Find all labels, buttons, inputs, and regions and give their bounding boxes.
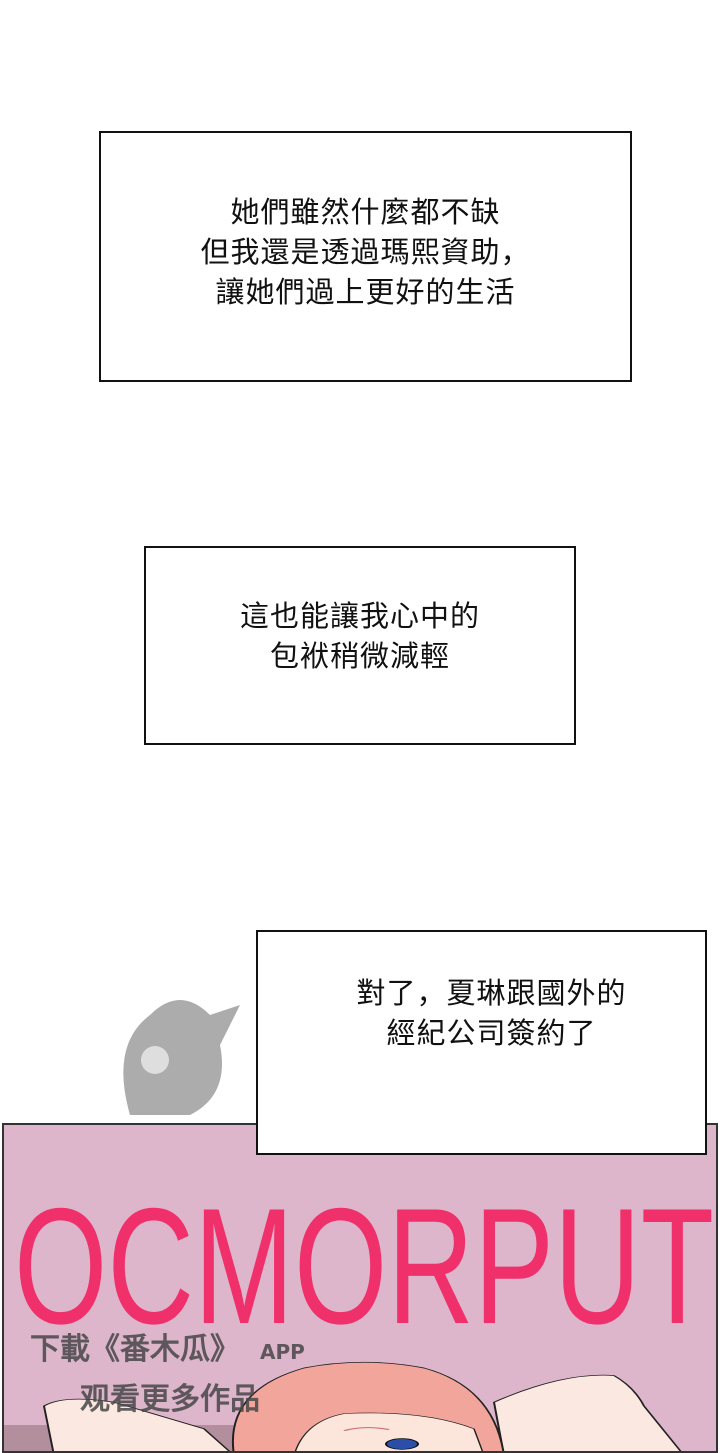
watermark-line-1: 下載《番木瓜》: [30, 1332, 240, 1367]
caption-line: 但我還是透過瑪熙資助，: [200, 234, 531, 269]
caption-line: 她們雖然什麼都不缺: [230, 194, 501, 229]
eye: [385, 1438, 419, 1450]
eyebrow: [343, 1426, 390, 1432]
caption-line: 讓她們過上更好的生活: [215, 274, 516, 309]
watermark-line-2: 观看更多作品: [80, 1382, 260, 1417]
right-arm: [492, 1374, 682, 1451]
left-arm: [42, 1398, 231, 1451]
watermark-logo-icon: [123, 1000, 240, 1115]
caption-line: 經紀公司簽約了: [386, 1015, 597, 1050]
watermark-app: APP: [260, 1340, 305, 1364]
caption-box-1: 她們雖然什麼都不缺 但我還是透過瑪熙資助， 讓她們過上更好的生活: [99, 131, 632, 382]
panel-artwork: OCMORPUT: [4, 1174, 714, 1451]
caption-box-3: 對了，夏琳跟國外的 經紀公司簽約了: [256, 930, 707, 1155]
background-lettering: OCMORPUT: [14, 1174, 714, 1358]
caption-box-2: 這也能讓我心中的 包袱稍微減輕: [144, 546, 576, 745]
caption-line: 這也能讓我心中的: [239, 598, 480, 633]
caption-line: 對了，夏琳跟國外的: [356, 975, 627, 1010]
comic-panel-illustration: OCMORPUT: [2, 1123, 718, 1453]
caption-line: 包袱稍微減輕: [269, 638, 450, 673]
